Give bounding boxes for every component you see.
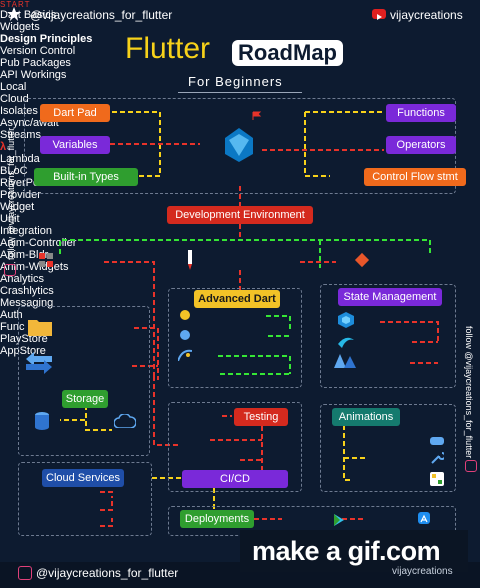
- cloud-services-section: [18, 462, 152, 536]
- database-icon: [34, 412, 50, 430]
- state-management-section: [320, 284, 456, 388]
- instagram-icon-footer: [18, 566, 32, 580]
- development-environment-pill[interactable]: Development Environment: [167, 206, 313, 224]
- widgets-label[interactable]: Widgets: [0, 21, 40, 33]
- widget-test-label[interactable]: Widget: [0, 201, 35, 213]
- lambda-label[interactable]: Lambda: [0, 153, 40, 165]
- state-management-pill[interactable]: State Management: [338, 288, 442, 306]
- playstore-icon: [334, 513, 344, 526]
- cloud-label[interactable]: Cloud: [0, 93, 29, 105]
- cloud-icon: [113, 413, 137, 429]
- riverpod-icon: [338, 334, 354, 348]
- anim-controller-label[interactable]: Anim-Controller: [0, 237, 77, 249]
- isolates-label[interactable]: Isolates: [0, 105, 38, 117]
- start-label: START: [0, 0, 31, 9]
- deployments-pill[interactable]: Deployments: [180, 510, 254, 528]
- bloc-icon: [338, 312, 354, 328]
- storage-pill[interactable]: Storage: [62, 390, 108, 408]
- pub-packages-label[interactable]: Pub Packages: [0, 57, 71, 69]
- cicd-pill[interactable]: CI/CD: [182, 470, 288, 488]
- footer-handle[interactable]: @vijaycreations_for_flutter: [36, 566, 179, 580]
- wrench-icon: [430, 451, 446, 465]
- instagram-icon-left: [4, 264, 16, 276]
- testing-pill[interactable]: Testing: [234, 408, 288, 426]
- subtitle: For Beginners: [188, 74, 283, 89]
- header-handle-right[interactable]: vijaycreations: [390, 8, 463, 22]
- provider-icon: [334, 354, 356, 368]
- subtitle-underline: [178, 92, 302, 93]
- crashlytics-label[interactable]: Crashlytics: [0, 285, 54, 297]
- cloud-services-pill[interactable]: Cloud Services: [42, 469, 124, 487]
- animations-section: [320, 404, 456, 492]
- dart-logo-icon: [225, 128, 253, 162]
- unit-test-label[interactable]: Unit: [0, 213, 20, 225]
- makeagif-watermark[interactable]: make a gif.com: [252, 536, 441, 566]
- footer-handle-right[interactable]: vijaycreations: [392, 566, 453, 577]
- design-principles-label[interactable]: Design Principles: [0, 33, 93, 45]
- git-icon: [354, 252, 370, 268]
- appstore-icon: [418, 512, 430, 524]
- gallery-icon: [430, 472, 444, 486]
- streams-label[interactable]: Streams: [0, 129, 41, 141]
- dart-right-yellow-line: [304, 112, 330, 177]
- advanced-dart-section: [168, 288, 302, 388]
- control-flow-pill[interactable]: Control Flow stmt: [364, 168, 466, 186]
- variables-pill[interactable]: Variables: [40, 136, 110, 154]
- analytics-label[interactable]: Analytics: [0, 273, 45, 285]
- title-roadmap: RoadMap: [232, 40, 343, 66]
- anim-builder-label[interactable]: Anim-Bldr: [0, 249, 49, 261]
- instagram-icon-right: [465, 460, 477, 472]
- watermark-backdrop: [240, 530, 468, 572]
- youtube-icon: [372, 9, 386, 20]
- right-vertical-handle: follow @vijaycreations_for_flutter: [464, 326, 474, 459]
- playstore-label[interactable]: PlayStore: [0, 333, 48, 345]
- functions-pill[interactable]: Functions: [386, 104, 456, 122]
- left-vertical-handle: follow @vijaycreations_for_flutter: [6, 127, 16, 260]
- async-icon: [180, 330, 190, 340]
- widgets-icon: [38, 252, 54, 268]
- folder-icon: [28, 318, 52, 336]
- controller-icon: [430, 432, 444, 445]
- bloc-label[interactable]: BLoC: [0, 165, 28, 177]
- left-panel-section: [18, 306, 150, 456]
- header-handle-left[interactable]: @vijaycreations_for_flutter: [30, 8, 173, 22]
- advanced-dart-pill[interactable]: Advanced Dart: [194, 290, 280, 308]
- isolates-icon: [180, 310, 190, 320]
- dart-pad-pill[interactable]: Dart Pad: [40, 104, 110, 122]
- built-in-types-pill[interactable]: Built-in Types: [34, 168, 138, 186]
- api-workings-label[interactable]: API Workings: [0, 69, 67, 81]
- row2-green-line: [59, 239, 431, 254]
- operators-pill[interactable]: Operators: [386, 136, 456, 154]
- auth-label[interactable]: Auth: [0, 309, 23, 321]
- pen-icon: [186, 250, 194, 270]
- version-control-label[interactable]: Version Control: [0, 45, 76, 57]
- testing-section: [168, 402, 302, 492]
- appstore-label[interactable]: AppStore: [0, 345, 46, 357]
- animations-pill[interactable]: Animations: [332, 408, 400, 426]
- flag-icon: [252, 108, 262, 120]
- provider-label[interactable]: Provider: [0, 189, 41, 201]
- logo-icon: [6, 6, 22, 22]
- title-flutter: Flutter: [125, 32, 211, 65]
- lambda-icon: λ: [0, 141, 7, 153]
- streams-icon: [177, 348, 193, 362]
- riverpod-label[interactable]: RiverPod: [0, 177, 46, 189]
- integration-test-label[interactable]: Integration: [0, 225, 52, 237]
- api-arrows-icon: [26, 352, 52, 374]
- local-label[interactable]: Local: [0, 81, 27, 93]
